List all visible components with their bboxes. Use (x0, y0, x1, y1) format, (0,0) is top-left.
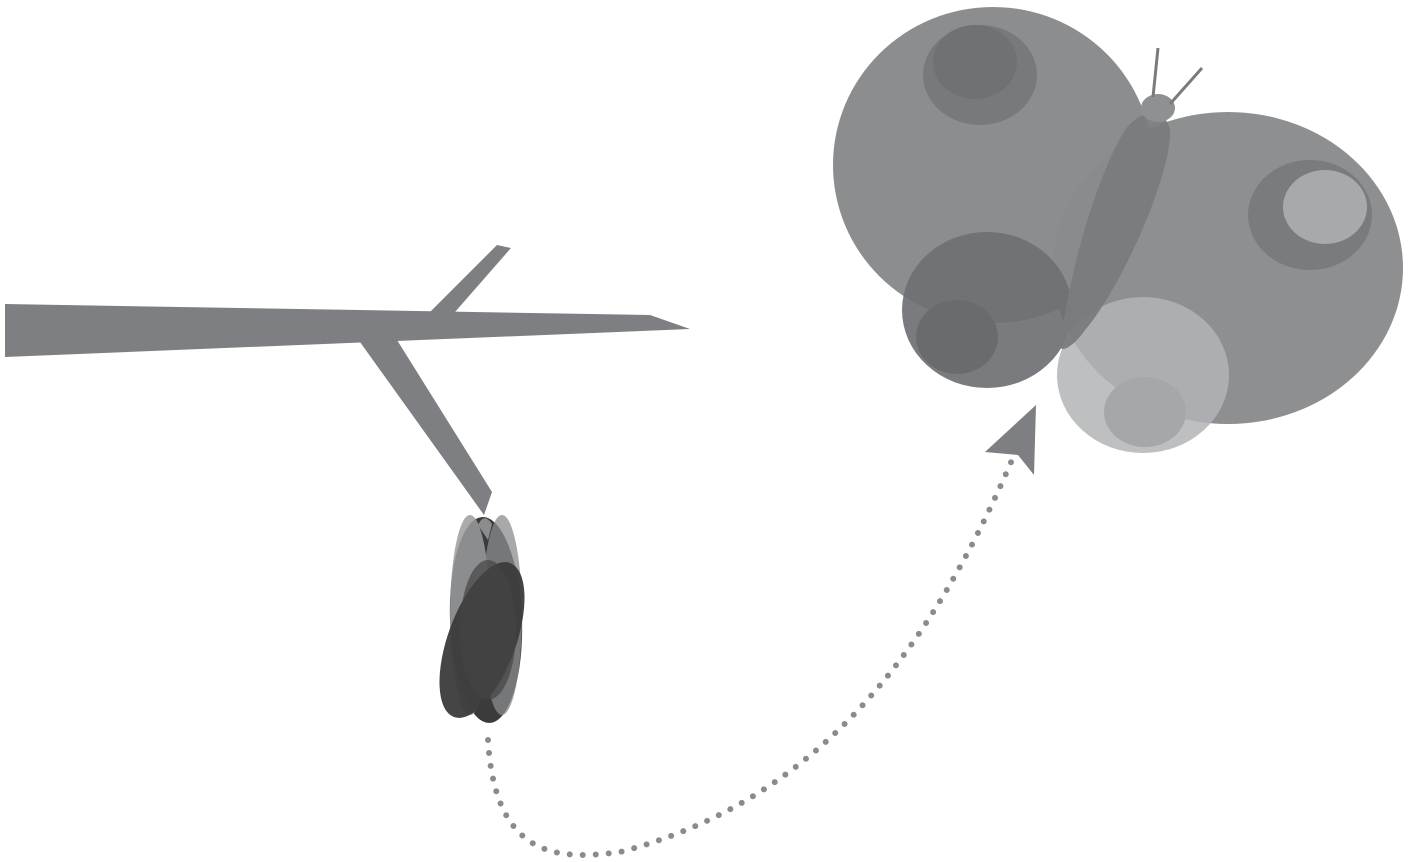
butterfly-wing-left-lower-spot (916, 300, 998, 374)
butterfly-wing-left-lower (902, 232, 1072, 388)
butterfly-wing-left-spot-inner (933, 25, 1017, 99)
chrysalis (422, 515, 542, 729)
dotted-transformation-path (488, 460, 1012, 855)
branch-twig-down (360, 340, 492, 515)
dotted-path-line (488, 460, 1012, 855)
butterfly (833, 7, 1403, 453)
butterfly-wing-right-spot-inner (1283, 170, 1367, 244)
butterfly-wing-right-lower-spot (1104, 377, 1186, 447)
butterfly-antenna-left (1153, 48, 1158, 97)
branch-main (5, 304, 690, 357)
butterfly-head (1141, 94, 1175, 122)
butterfly-antenna-right (1170, 68, 1202, 104)
tree-branch (5, 245, 690, 515)
chrysalis-core-2 (460, 560, 516, 700)
branch-twig-up (430, 245, 511, 312)
